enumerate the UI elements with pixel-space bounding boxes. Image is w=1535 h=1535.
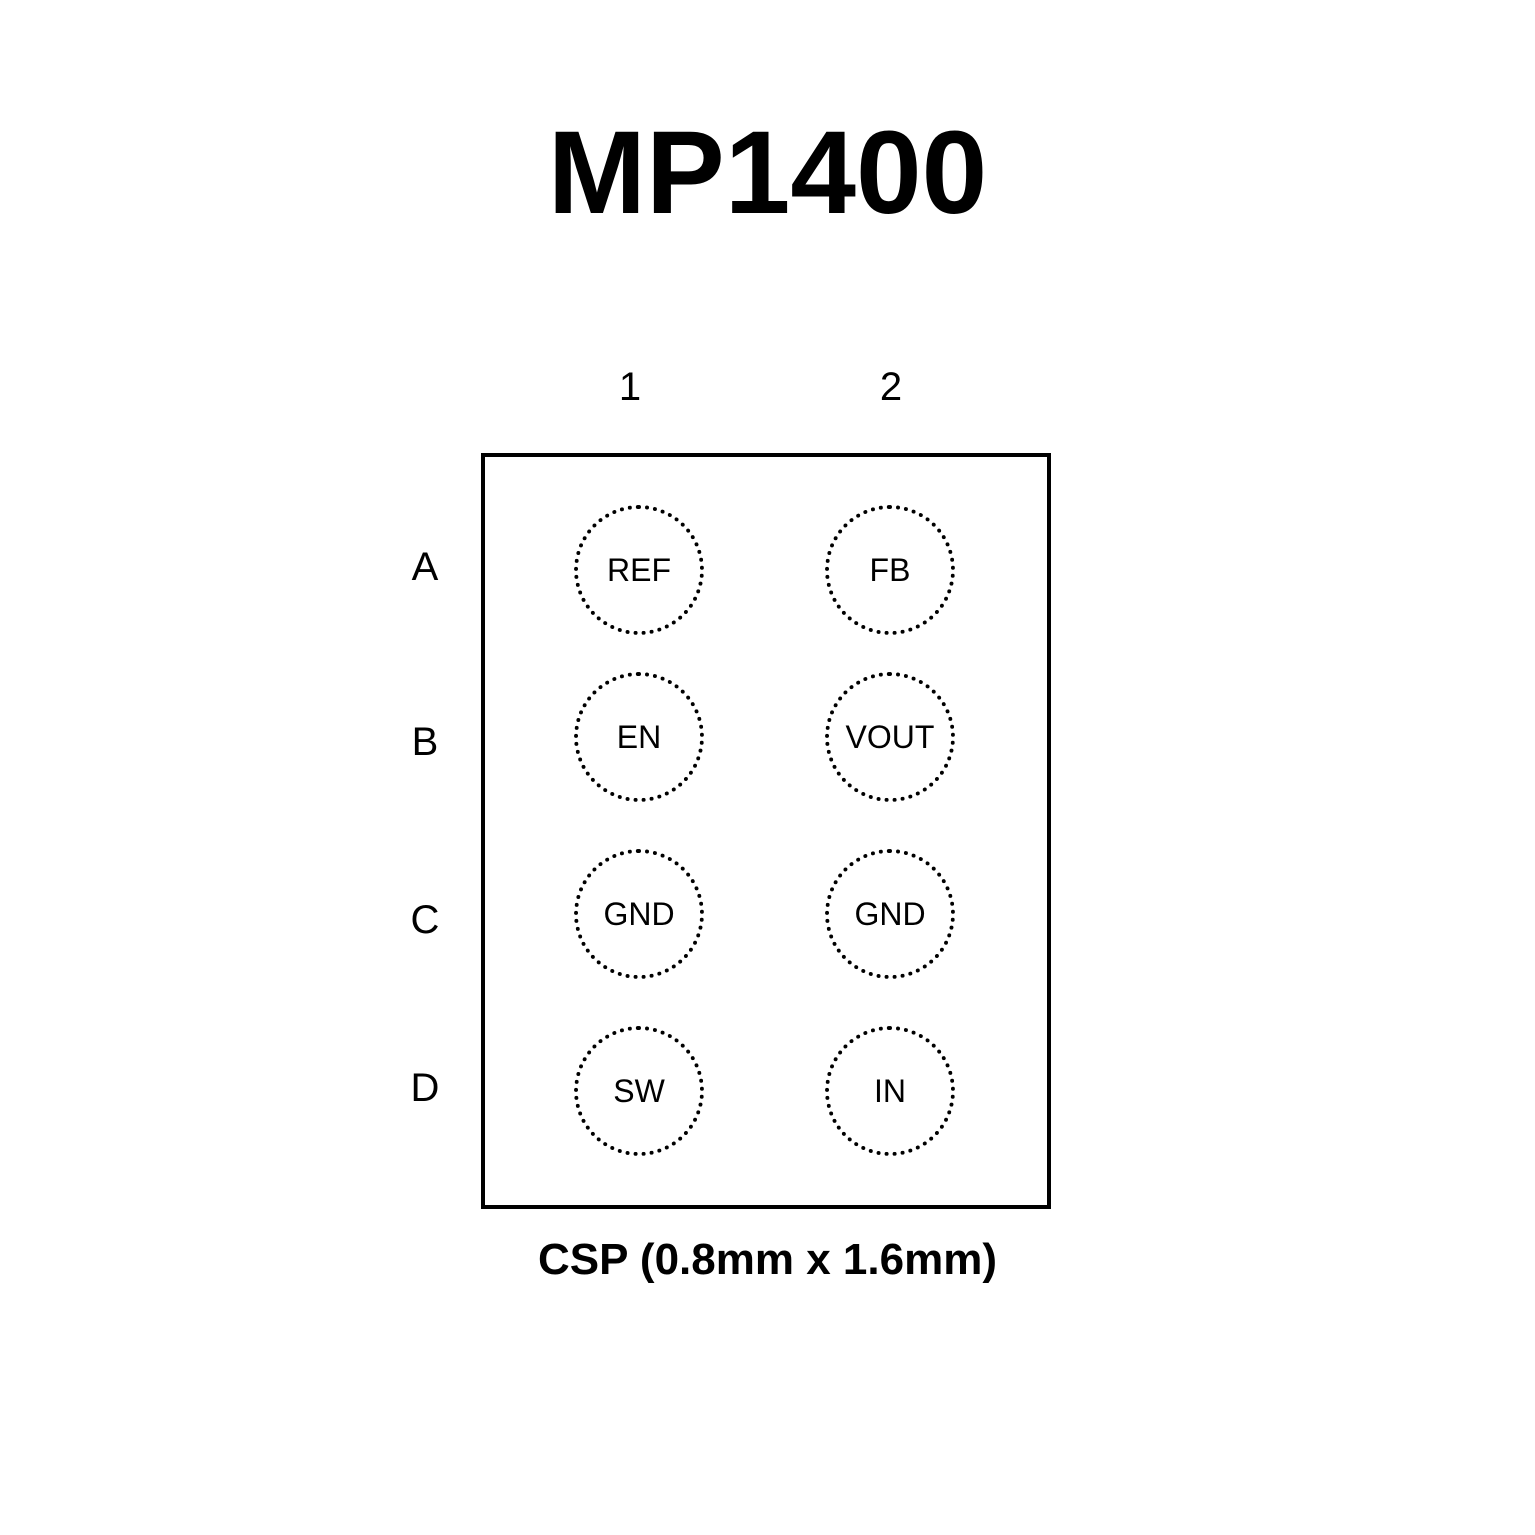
pin-c2: GND [825, 849, 955, 979]
row-label-c: C [410, 898, 440, 942]
package-outline [481, 453, 1051, 1209]
pin-a1: REF [574, 505, 704, 635]
pin-b1: EN [574, 672, 704, 802]
pin-c1: GND [574, 849, 704, 979]
package-caption: CSP (0.8mm x 1.6mm) [538, 1235, 997, 1284]
row-label-d: D [410, 1066, 440, 1110]
row-label-a: A [411, 545, 439, 589]
pin-b2: VOUT [825, 672, 955, 802]
column-label-2: 2 [879, 365, 903, 409]
pin-d2: IN [825, 1026, 955, 1156]
column-label-1: 1 [618, 365, 642, 409]
pin-d1: SW [574, 1026, 704, 1156]
part-title: MP1400 [547, 107, 988, 239]
pin-a2: FB [825, 505, 955, 635]
row-label-b: B [411, 720, 439, 764]
